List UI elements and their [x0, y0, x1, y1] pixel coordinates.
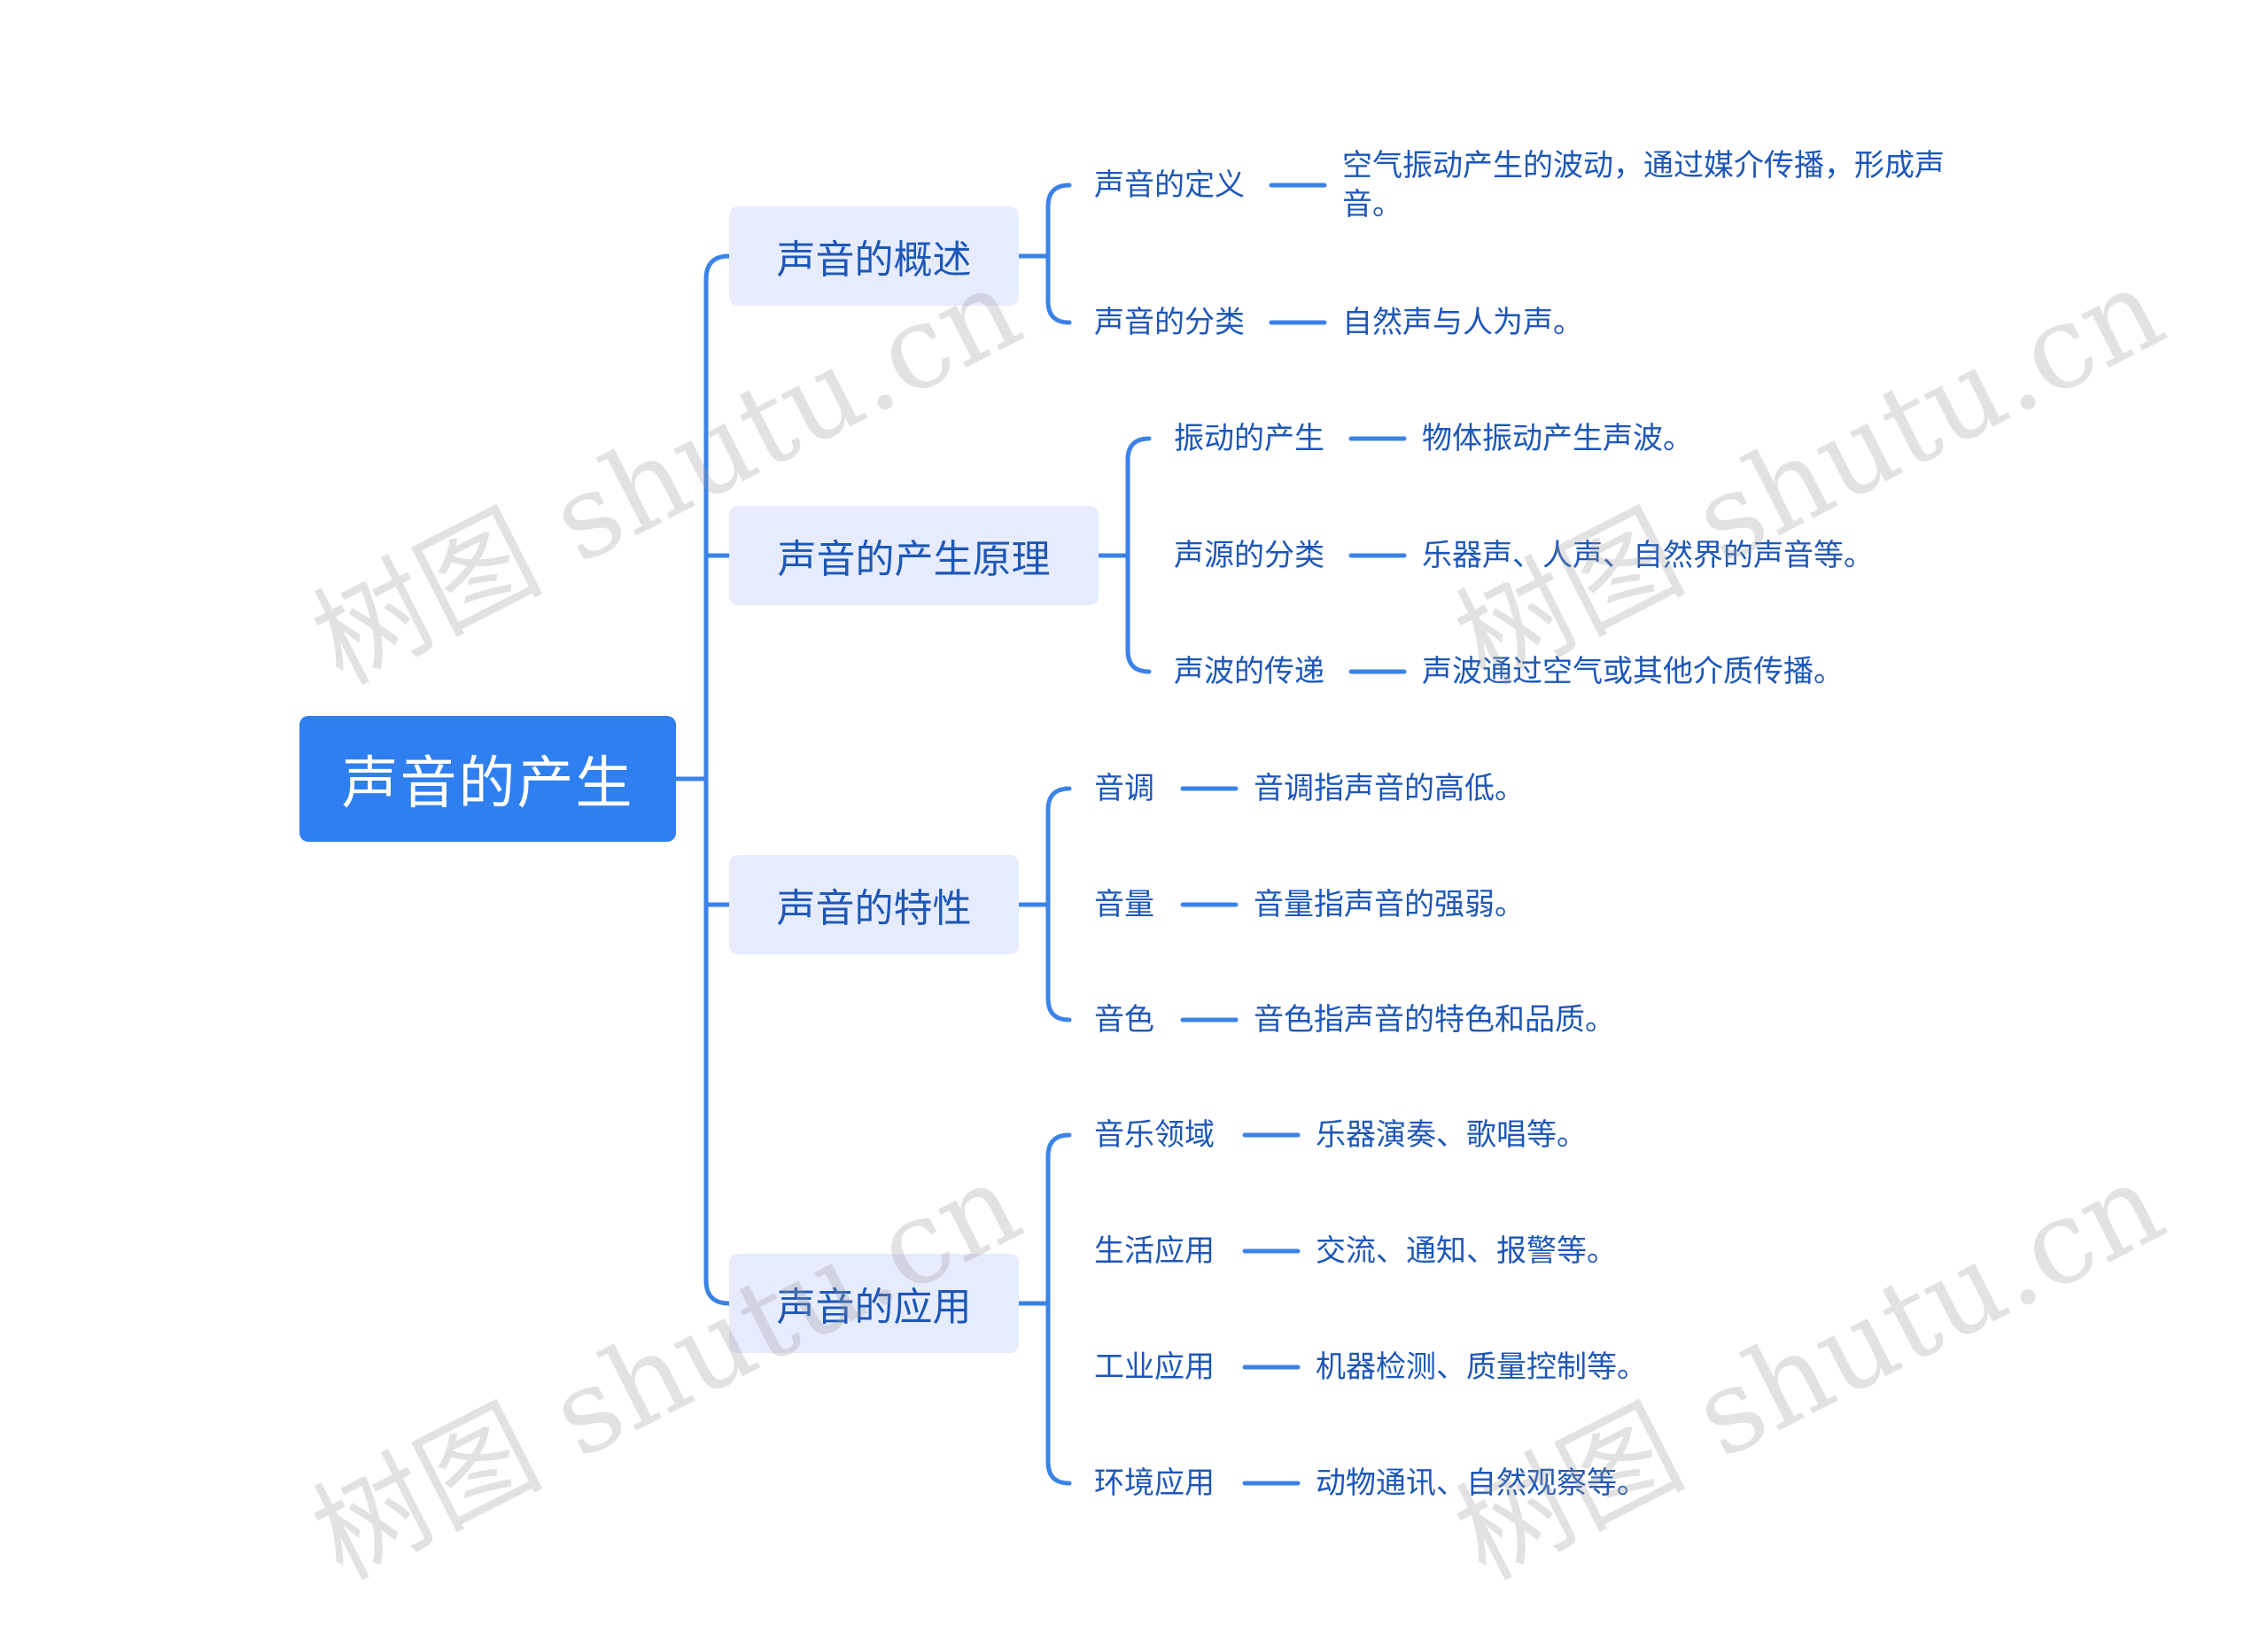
leaf-text: 音色指声音的特色和品质。 — [1254, 1002, 1615, 1038]
leaf-label[interactable]: 音量 — [1094, 887, 1154, 922]
leaf-text: 自然声与人为声。 — [1342, 305, 1583, 340]
branch-node-overview[interactable]: 声音的概述 — [729, 206, 1019, 306]
leaf-label[interactable]: 环境应用 — [1094, 1466, 1215, 1501]
leaf-label[interactable]: 声源的分类 — [1174, 538, 1324, 573]
leaf-text: 音调指声音的高低。 — [1254, 771, 1525, 806]
root-node[interactable]: 声音的产生 — [299, 716, 676, 842]
connector-b1-bracket — [1045, 183, 1072, 325]
leaf-text: 乐器声、人声、自然界的声音等。 — [1422, 538, 1874, 573]
connector-b2-bracket — [1125, 436, 1152, 674]
branch-node-principle[interactable]: 声音的产生原理 — [729, 506, 1099, 605]
leaf-label[interactable]: 工业应用 — [1094, 1349, 1215, 1385]
leaf-text: 空气振动产生的波动，通过媒介传播，形成声音。 — [1342, 148, 1945, 222]
leaf-text: 机器检测、质量控制等。 — [1316, 1349, 1647, 1385]
leaf-label[interactable]: 生活应用 — [1094, 1233, 1215, 1269]
leaf-text: 动物通讯、自然观察等。 — [1316, 1466, 1647, 1501]
leaf-label[interactable]: 音乐领域 — [1094, 1117, 1215, 1153]
branch-node-characteristics[interactable]: 声音的特性 — [729, 855, 1019, 954]
leaf-label[interactable]: 音色 — [1094, 1002, 1154, 1038]
leaf-text: 声波通过空气或其他介质传播。 — [1422, 654, 1844, 689]
leaf-text: 音量指声音的强弱。 — [1254, 887, 1525, 922]
leaf-label[interactable]: 声波的传递 — [1174, 654, 1324, 689]
connector-b3-bracket — [1045, 786, 1072, 1023]
leaf-label[interactable]: 声音的分类 — [1094, 305, 1245, 340]
leaf-text: 交流、通知、报警等。 — [1316, 1233, 1617, 1269]
leaf-label[interactable]: 音调 — [1094, 771, 1154, 806]
leaf-label[interactable]: 振动的产生 — [1174, 421, 1324, 456]
connector-trunk — [703, 253, 732, 1306]
branch-node-applications[interactable]: 声音的应用 — [729, 1254, 1019, 1353]
leaf-text: 乐器演奏、歌唱等。 — [1316, 1117, 1587, 1153]
leaf-text: 物体振动产生声波。 — [1422, 421, 1693, 456]
leaf-label[interactable]: 声音的定义 — [1094, 167, 1245, 203]
connector-b4-bracket — [1045, 1132, 1072, 1486]
